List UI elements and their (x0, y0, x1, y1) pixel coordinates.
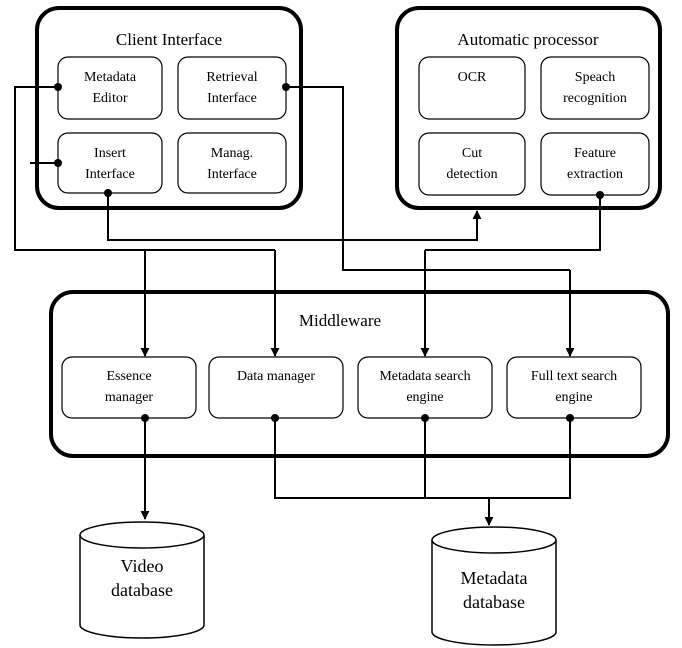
connector-engines-bus (274, 418, 571, 499)
connectors (14, 86, 601, 526)
video-database-cylinder: Video database (79, 521, 205, 639)
metadata-database-label-2: database (463, 592, 525, 612)
cut-detection-box (418, 132, 526, 196)
manag-interface-box (177, 132, 287, 194)
dot-feature-extraction (596, 191, 604, 199)
automatic-processor-title: Automatic processor (457, 30, 598, 49)
junction-dots (54, 83, 604, 422)
data-manager-box (208, 356, 344, 419)
dot-fulltext-search (566, 414, 574, 422)
dot-metadata-search (421, 414, 429, 422)
client-interface-group (35, 6, 303, 210)
full-text-search-engine-label-1: Full text search (531, 369, 617, 384)
essence-manager-label-2: manager (105, 390, 154, 405)
dot-data-manager (271, 414, 279, 422)
manag-interface-label-1: Manag. (211, 146, 253, 161)
connector-insert-to-processor (107, 193, 482, 241)
feature-extraction-box (540, 132, 650, 196)
dot-metadata-editor (54, 83, 62, 91)
ocr-label: OCR (458, 70, 487, 85)
full-text-search-engine-label-2: engine (555, 390, 592, 405)
retrieval-interface-box (177, 56, 287, 120)
speach-recognition-label-1: Speach (575, 70, 615, 85)
dot-insert-interface-bottom (104, 189, 112, 197)
essence-manager-label-1: Essence (106, 369, 151, 384)
metadata-editor-label-1: Metadata (84, 70, 137, 85)
metadata-database-label-1: Metadata (461, 568, 528, 588)
insert-interface-label-2: Interface (85, 167, 135, 182)
dot-insert-interface (54, 159, 62, 167)
dot-retrieval-interface (282, 83, 290, 91)
dot-essence-manager (141, 414, 149, 422)
client-interface-title: Client Interface (116, 30, 222, 49)
metadata-search-engine-box (357, 356, 493, 419)
middleware-title: Middleware (299, 311, 381, 330)
metadata-database-cylinder: Metadata database (431, 526, 557, 646)
speach-recognition-label-2: recognition (563, 91, 627, 106)
essence-manager-box (61, 356, 197, 419)
manag-interface-label-2: Interface (207, 167, 257, 182)
metadata-editor-box (57, 56, 163, 120)
middleware-group (49, 290, 670, 458)
video-database-label-2: database (111, 580, 173, 600)
insert-interface-box (57, 132, 163, 194)
connector-feature-extraction (425, 195, 601, 251)
full-text-search-engine-box (506, 356, 642, 419)
metadata-editor-label-2: Editor (93, 91, 128, 106)
speach-recognition-box (540, 56, 650, 120)
data-manager-label: Data manager (237, 369, 315, 384)
cut-detection-label-2: detection (446, 167, 497, 182)
feature-extraction-label-1: Feature (574, 146, 616, 161)
insert-interface-label-1: Insert (94, 146, 126, 161)
metadata-search-engine-label-2: engine (406, 390, 443, 405)
feature-extraction-label-2: extraction (567, 167, 623, 182)
ocr-box (418, 56, 526, 120)
connector-retrieval-to-search (286, 86, 570, 271)
retrieval-interface-label-1: Retrieval (206, 70, 257, 85)
cut-detection-label-1: Cut (462, 146, 482, 161)
metadata-search-engine-label-1: Metadata search (379, 369, 470, 384)
retrieval-interface-label-2: Interface (207, 91, 257, 106)
video-database-label-1: Video (121, 556, 164, 576)
automatic-processor-group (395, 6, 662, 210)
